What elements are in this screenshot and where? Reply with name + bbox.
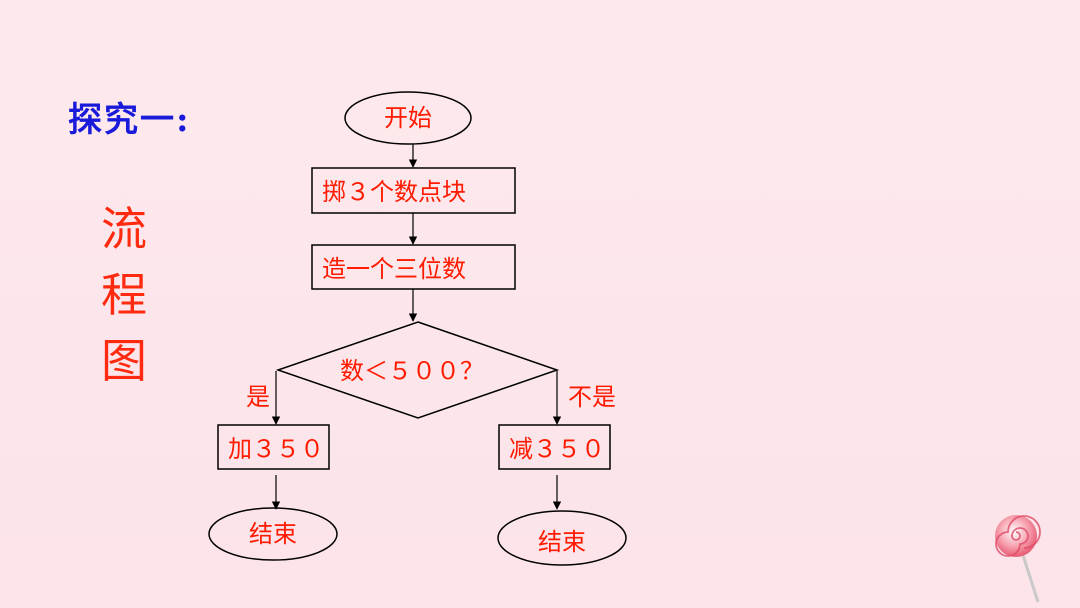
end-left-label: 结束 [249,520,297,548]
title-char-2: 程 [101,268,147,322]
title-char-1: 流 [101,202,147,256]
end-node-left [208,507,338,561]
heading: 探究一: [68,100,191,140]
step1-label: 掷３个数点块 [322,178,466,206]
end-right-label: 结束 [538,528,586,556]
yes-label: 是 [246,383,270,411]
lollipop-icon [995,515,1041,603]
yes-action-box [217,424,330,470]
no-action-box [498,424,611,470]
step2-label: 造一个三位数 [322,255,466,283]
vertical-title: 流 程 图 [96,196,152,394]
end-node-right [497,510,627,566]
yes-action-label: 加３５０ [228,435,324,463]
decision-label: 数＜５００？ [340,357,484,385]
title-char-3: 图 [101,334,147,388]
decision-node [275,321,560,419]
no-label: 不是 [568,383,616,411]
start-node [344,91,472,145]
no-action-label: 减３５０ [509,435,605,463]
start-node-label: 开始 [384,104,432,132]
